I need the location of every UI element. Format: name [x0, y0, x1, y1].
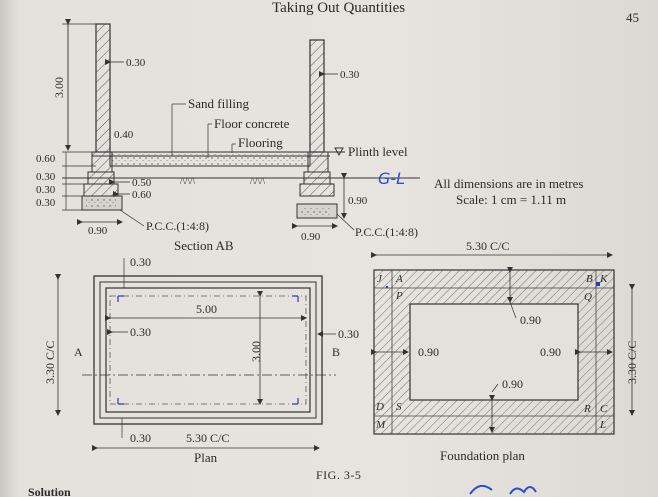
- right-wall-section: [309, 39, 325, 153]
- foundation-left-width-label: 0.90: [418, 345, 439, 359]
- footing-step-2-label: 0.30: [36, 184, 56, 196]
- left-base-width-label: 0.90: [88, 225, 108, 237]
- plan-inner-wall: [105, 287, 311, 413]
- right-footing-step-1: [307, 151, 329, 173]
- foundation-plan: 5.30 C/C 3.30 C/C 0.90 0.90 0.90 0.90 J …: [371, 239, 639, 463]
- right-base-width-label: 0.90: [301, 231, 321, 243]
- step-width-1-label: 0.50: [132, 177, 152, 189]
- corner-label-a: A: [395, 273, 403, 285]
- corner-label-m: M: [375, 419, 386, 431]
- footing-step-1-label: 0.30: [36, 171, 56, 183]
- foundation-inner: [409, 303, 579, 401]
- pcc-right-label: P.C.C.(1:4:8): [355, 225, 418, 239]
- ground-level-handwritten: G-L: [378, 169, 405, 188]
- corner-label-b: B: [586, 273, 593, 285]
- left-footing-step-1: [91, 151, 113, 173]
- right-wall-thickness-label: 0.30: [340, 69, 360, 81]
- foundation-top-width-label: 0.90: [520, 313, 541, 327]
- floor-slab: [109, 151, 311, 167]
- plan-outer-wall: [93, 275, 323, 425]
- wall-top-width-label: 0.40: [114, 129, 134, 141]
- plan-right-wall-label: 0.30: [338, 327, 359, 341]
- left-wall-section: [95, 23, 111, 153]
- foundation-bottom-width-label: 0.90: [502, 377, 523, 391]
- plan-bottom-wall-label: 0.30: [130, 431, 151, 445]
- plan-top-wall-label: 0.30: [130, 255, 151, 269]
- page-number: 45: [626, 10, 639, 25]
- right-footing-step-3: [299, 183, 335, 197]
- corner-label-r: R: [583, 403, 591, 415]
- section-ab-caption: Section AB: [174, 238, 234, 253]
- plan-label-b: B: [332, 345, 340, 359]
- svg-text:/\/\/\: /\/\/\: [250, 176, 266, 186]
- plinth-height-label: 0.60: [36, 153, 56, 165]
- corner-label-p: P: [395, 290, 403, 302]
- plan-inner-length-label: 5.00: [196, 302, 217, 316]
- foundation-right-width-label: 0.90: [540, 345, 561, 359]
- plan-center-length-label: 5.30 C/C: [186, 431, 229, 445]
- solution-heading: Solution: [28, 485, 71, 497]
- corner-label-l: L: [599, 419, 606, 431]
- foundation-center-width-label: 3.30 C/C: [625, 341, 639, 384]
- running-title: Taking Out Quantities: [272, 0, 405, 16]
- corner-label-c: C: [600, 403, 608, 415]
- plan-view: A B 0.30 5.00 3.00 0.30 0.30 3.30 C/C 0.…: [43, 255, 359, 465]
- floor-concrete-label: Floor concrete: [214, 116, 290, 131]
- flooring-label: Flooring: [238, 135, 283, 150]
- scale-note: Scale: 1 cm = 1.11 m: [456, 192, 566, 207]
- right-depth-label: 0.90: [348, 195, 368, 207]
- wall-height-label: 3.00: [52, 77, 66, 98]
- corner-label-k: K: [599, 273, 608, 285]
- plinth-level-label: Plinth level: [348, 144, 408, 159]
- plan-center-width-label: 3.30 C/C: [43, 341, 57, 384]
- step-width-2-label: 0.60: [132, 189, 152, 201]
- plan-caption: Plan: [194, 450, 218, 465]
- corner-label-j: J: [377, 273, 383, 285]
- footing-step-3-label: 0.30: [36, 197, 56, 209]
- foundation-caption: Foundation plan: [440, 448, 525, 463]
- corner-label-s: S: [396, 401, 402, 413]
- svg-text:/\/\/\: /\/\/\: [180, 176, 196, 186]
- section-ab: /\/\/\ /\/\/\ 3.00 0.60 0.30 0.30 0.30 0…: [36, 19, 420, 253]
- plan-left-wall-label: 0.30: [130, 325, 151, 339]
- plan-inner-width-label: 3.00: [249, 341, 263, 362]
- corner-label-q: Q: [584, 291, 592, 303]
- foundation-center-length-label: 5.30 C/C: [466, 239, 509, 253]
- left-wall-thickness-label: 0.30: [126, 57, 146, 69]
- pcc-left-label: P.C.C.(1:4:8): [146, 219, 209, 233]
- figure-caption: FIG. 3-5: [316, 468, 361, 482]
- dimensions-note: All dimensions are in metres: [434, 176, 583, 191]
- corner-label-d: D: [375, 401, 384, 413]
- left-footing-step-3: [83, 183, 119, 197]
- sand-filling-label: Sand filling: [188, 96, 250, 111]
- plan-label-a: A: [74, 345, 83, 359]
